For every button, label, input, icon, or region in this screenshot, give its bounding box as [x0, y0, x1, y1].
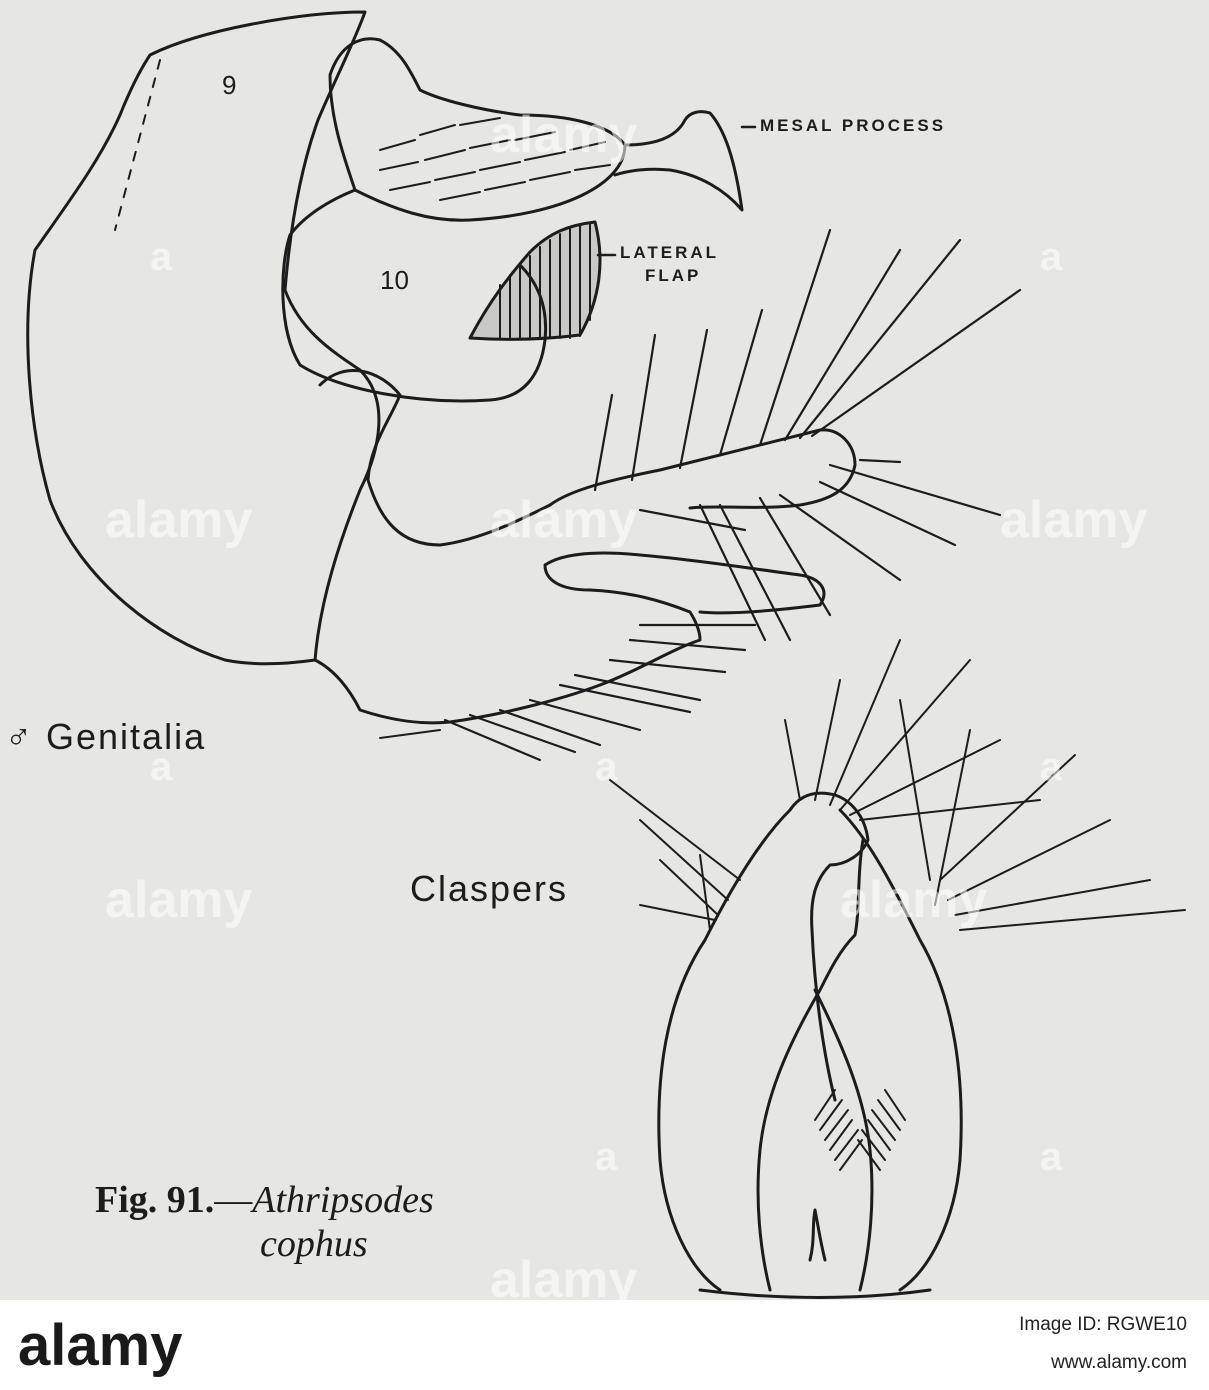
- mesal-process-label: MESAL PROCESS: [760, 116, 947, 135]
- clasper-ventral-right: [838, 808, 963, 1292]
- caption-dash: —: [214, 1179, 253, 1221]
- clasper-ventral-inner-left: [756, 838, 865, 1292]
- lateral-flap-label-line2: FLAP: [645, 266, 702, 285]
- lateral-flap-hatching: [499, 222, 591, 339]
- figure-caption: Fig. 91.—Athripsodes cophus: [95, 1178, 434, 1266]
- segment-9-label: 9: [222, 70, 237, 100]
- alamy-logo[interactable]: alamy: [18, 1313, 183, 1378]
- clasper-setae: [443, 228, 1022, 762]
- clasper-side-view: [548, 428, 857, 510]
- footer-bar: alamy Image ID: RGWE10 www.alamy.com: [0, 1300, 1209, 1390]
- clasper-ventral-apex: [808, 1208, 827, 1262]
- mesal-process: [613, 110, 744, 212]
- site-link[interactable]: www.alamy.com: [1051, 1352, 1187, 1373]
- caption-genus: Athripsodes: [252, 1179, 434, 1221]
- lateral-flap-label-line1: LATERAL: [620, 243, 720, 262]
- segment-9-suture: [114, 59, 161, 231]
- caption-number: Fig. 91.: [95, 1179, 215, 1221]
- clasper-ventral-left: [657, 791, 870, 1292]
- clasper-ventral-setae: [609, 639, 1186, 931]
- genitalia-drawing: [26, 10, 1186, 1299]
- genitalia-leader: [379, 729, 441, 739]
- figure-panel: 9 10 MESAL PROCESS LATERAL FLAP ♂ Genita…: [0, 0, 1209, 1300]
- subgenital-fold: [318, 369, 552, 547]
- image-id: Image ID: RGWE10: [1019, 1314, 1187, 1335]
- lower-lobe: [313, 551, 826, 725]
- clasper-ventral-base: [698, 1288, 932, 1299]
- clasper-ventral-inner-right: [813, 988, 874, 1292]
- segment-9-outline: [26, 10, 381, 666]
- genitalia-label: ♂ Genitalia: [5, 716, 207, 757]
- segment-10-body: [281, 188, 548, 403]
- clasper-ventral-spines: [814, 1089, 906, 1171]
- claspers-label: Claspers: [410, 868, 569, 909]
- segment-10-setae: [379, 117, 611, 201]
- caption-species: cophus: [260, 1223, 368, 1265]
- claspers-leader: [639, 904, 716, 921]
- segment-10-label: 10: [380, 265, 409, 295]
- segment-10-upper-lobe: [328, 37, 627, 222]
